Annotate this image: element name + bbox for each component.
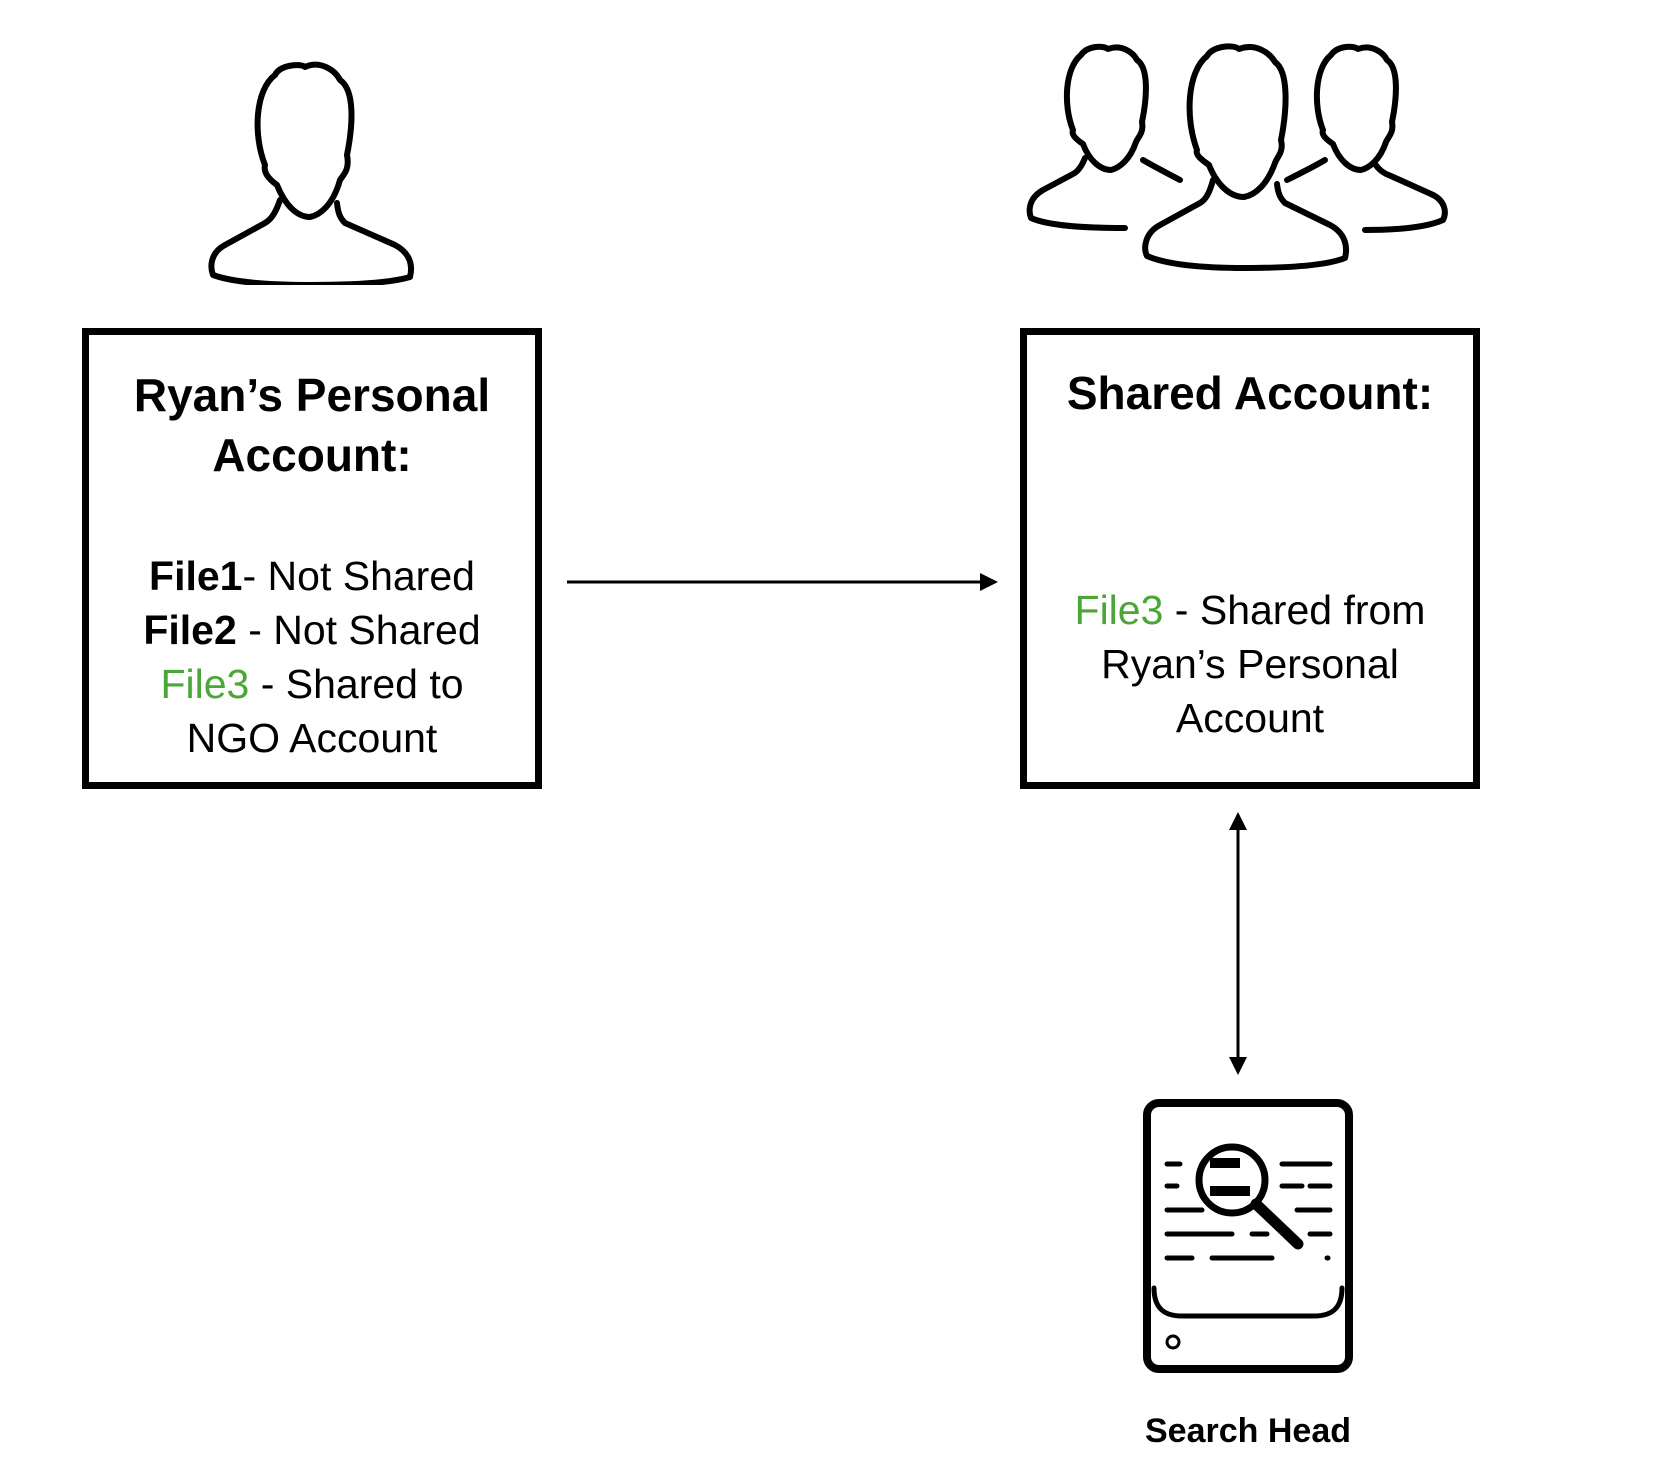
bidirectional-arrow [1229,812,1247,1075]
file-row-continuation: Ryan’s Personal [1027,637,1473,691]
file-status: Not Shared [267,553,475,599]
personal-account-title-line2: Account: [212,429,412,481]
personal-file-list: File1- Not Shared File2 - Not Shared Fil… [89,549,535,765]
file-name: File2 [143,607,237,653]
file-status: Ryan’s Personal [1101,641,1399,687]
file-status: Shared to [285,661,464,707]
search-head-caption: Search Head [1145,1412,1351,1450]
file-status: Not Shared [273,607,481,653]
file-status: NGO Account [186,715,438,761]
file-status: Account [1175,695,1325,741]
shared-account-title: Shared Account: [1066,367,1434,419]
personal-account-title-line1: Ryan’s Personal [133,369,491,421]
shared-account-box: Shared Account: File3 - Shared from Ryan… [1020,328,1480,789]
search-document-icon [1142,1098,1354,1374]
file-row-continuation: Account [1027,691,1473,745]
file-row: File2 - Not Shared [89,603,535,657]
file-separator: - [236,607,274,653]
file-separator: - [242,553,268,599]
single-user-icon [205,55,415,288]
shared-file-list: File3 - Shared from Ryan’s Personal Acco… [1027,583,1473,745]
file-row: File1- Not Shared [89,549,535,603]
file-name: File1 [149,553,243,599]
file-row: File3 - Shared to [89,657,535,711]
personal-account-title: Ryan’s Personal Account: [89,365,535,485]
file-row: File3 - Shared from [1027,583,1473,637]
file-name-shared: File3 [1074,587,1164,633]
personal-account-box: Ryan’s Personal Account: File1- Not Shar… [82,328,542,789]
user-group-icon [1025,40,1465,290]
file-name-shared: File3 [160,661,250,707]
share-arrow [567,573,998,591]
file-separator: - [249,661,286,707]
file-status: - Shared from [1163,587,1426,633]
file-row-continuation: NGO Account [89,711,535,765]
